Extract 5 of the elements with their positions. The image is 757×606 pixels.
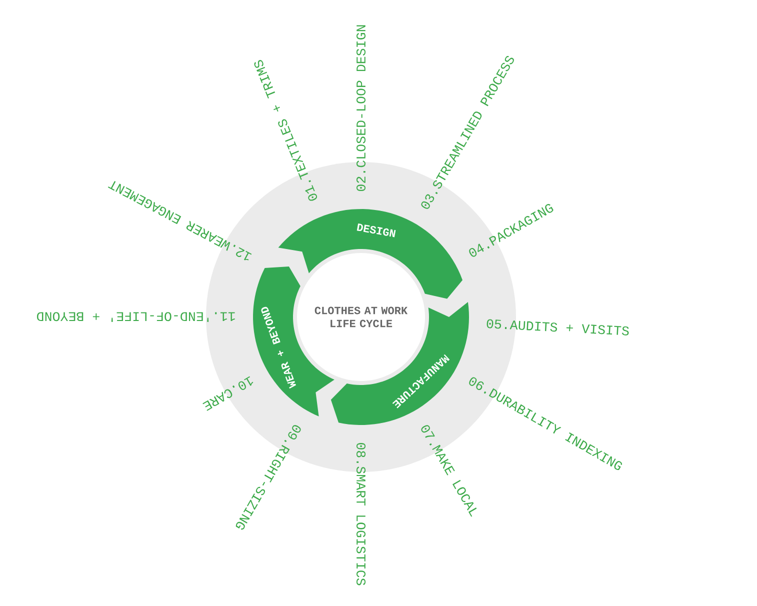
stage-band: DESIGN [278,209,462,299]
stage-label: 11.'END-OF-LIFE' + BEYOND [36,312,235,322]
stage-label: 02.CLOSED-LOOP DESIGN [356,25,366,191]
stage-label: 05.AUDITS + VISITS [486,319,629,336]
stage-label: 08.SMART LOGISTICS [356,443,366,586]
